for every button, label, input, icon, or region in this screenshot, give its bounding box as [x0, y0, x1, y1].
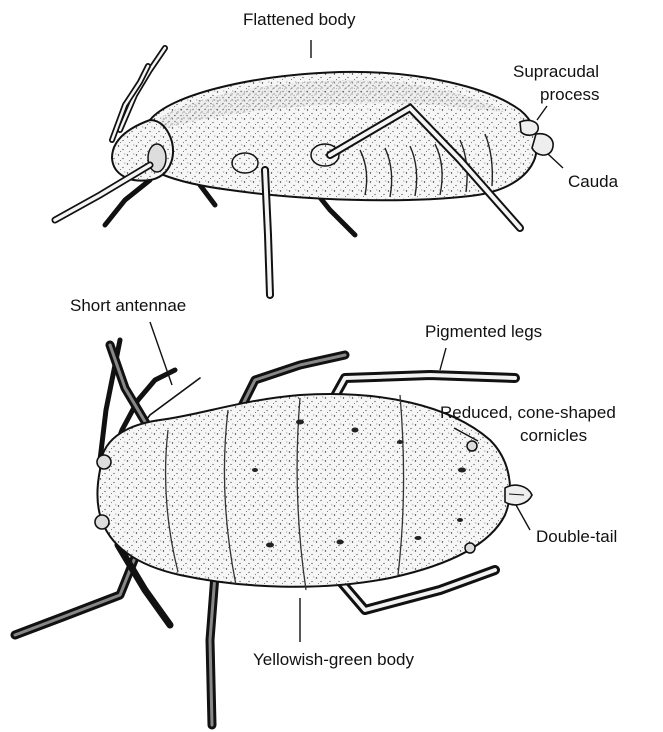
- label-cornicles-line2: cornicles: [520, 426, 587, 446]
- label-pigmented-legs: Pigmented legs: [425, 322, 542, 342]
- side-cauda: [532, 134, 553, 155]
- label-flattened-body: Flattened body: [243, 10, 355, 30]
- label-cornicles-line1: Reduced, cone-shaped: [440, 403, 616, 423]
- label-cauda: Cauda: [568, 172, 618, 192]
- label-supracaudal-line2: process: [540, 85, 600, 105]
- label-double-tail: Double-tail: [536, 527, 617, 547]
- side-middle-leg: [265, 170, 270, 295]
- label-short-antennae: Short antennae: [70, 296, 186, 316]
- label-yellowish-green-body: Yellowish-green body: [253, 650, 414, 670]
- side-coxa-1: [232, 153, 258, 173]
- side-supracaudal-process: [520, 120, 538, 135]
- dorsal-eye-top: [97, 455, 111, 469]
- dorsal-cornicle-top: [467, 441, 477, 451]
- dorsal-cornicle-bottom: [465, 543, 475, 553]
- label-supracaudal-line1: Supracudal: [513, 62, 599, 82]
- dorsal-eye-bottom: [95, 515, 109, 529]
- side-view-aphid: [55, 48, 553, 295]
